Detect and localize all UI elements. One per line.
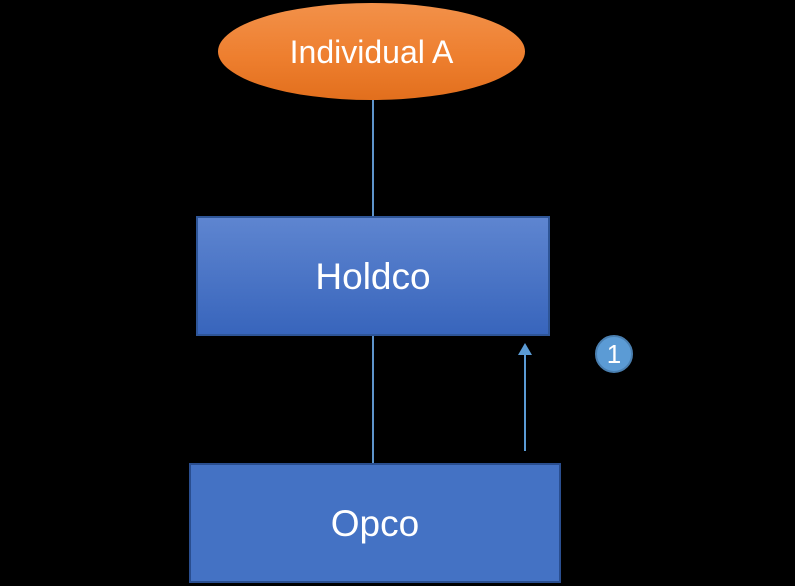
arrow-opco-to-holdco-shaft — [524, 354, 526, 451]
connector-holdco-to-opco — [372, 336, 374, 463]
node-individual-a: Individual A — [218, 3, 525, 100]
node-holdco: Holdco — [196, 216, 550, 336]
node-opco-label: Opco — [330, 502, 420, 544]
node-opco: Opco — [189, 463, 561, 583]
step-1-badge: 1 — [595, 335, 633, 373]
arrow-up-icon — [518, 343, 532, 355]
connector-individual-to-holdco — [372, 100, 374, 216]
node-individual-a-label: Individual A — [289, 33, 454, 70]
step-1-badge-label: 1 — [606, 339, 622, 369]
node-holdco-label: Holdco — [315, 255, 431, 297]
